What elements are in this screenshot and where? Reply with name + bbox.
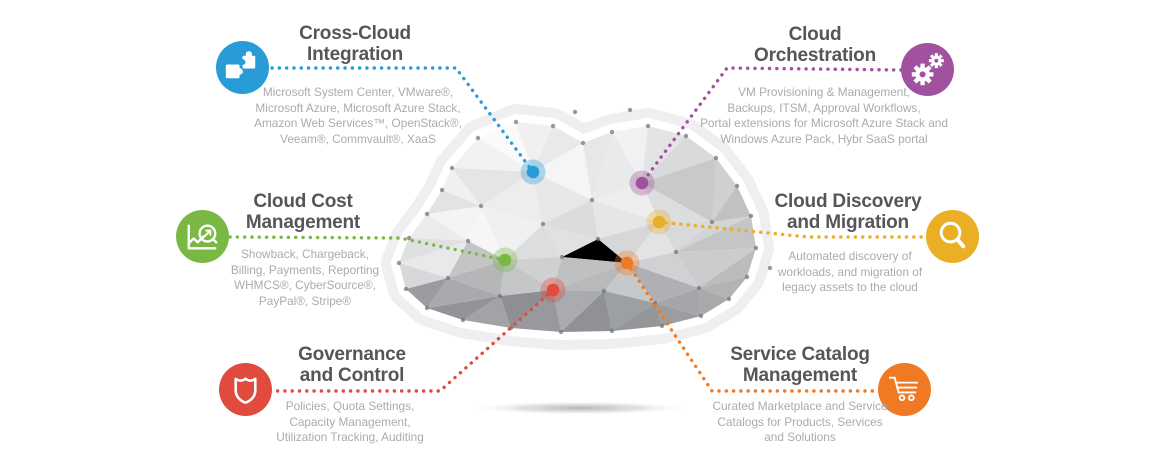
node-orchestration [635,176,649,190]
connector-cloud-orchestration [640,66,903,185]
node-governance [546,283,560,297]
node-cross-cloud [526,165,540,179]
connector-cloud-discovery-migration [657,220,928,239]
low-poly-cloud [399,122,756,332]
connector-cloud-cost-management [228,235,507,262]
connector-governance-control [271,288,555,393]
node-catalog [620,256,634,270]
anchor-nodes [492,159,672,303]
node-cost [498,253,512,267]
node-discovery [652,215,666,229]
cloud-shadow [468,401,692,415]
connector-cross-cloud-integration [270,66,535,174]
connector-service-catalog [625,261,880,393]
